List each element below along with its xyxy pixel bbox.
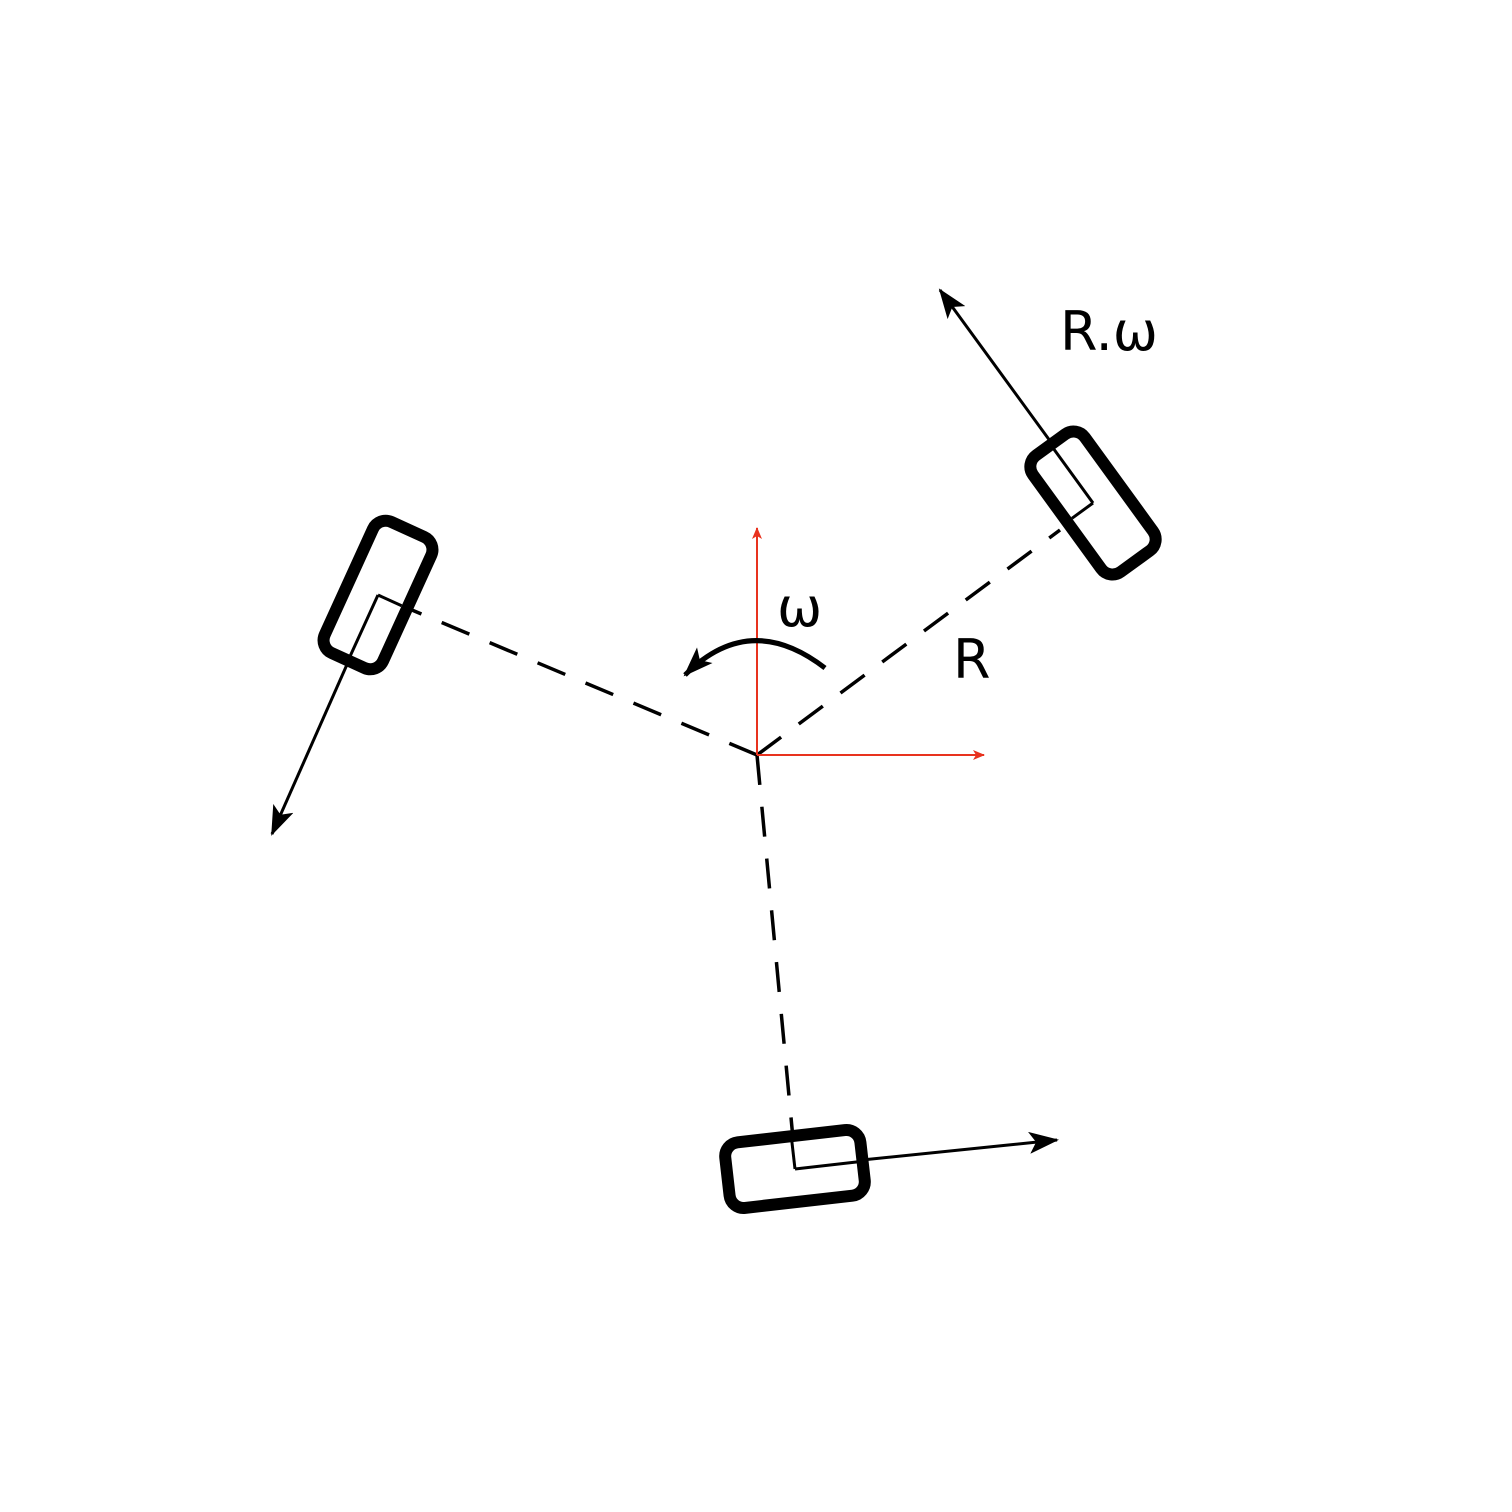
wheel-top-right <box>1024 425 1162 581</box>
radius-lines <box>399 528 1062 1161</box>
radius-label: R <box>953 628 991 691</box>
tangential-speed-label: R.ω <box>1060 300 1158 363</box>
wheel-left <box>317 514 439 676</box>
radius-line-bottom <box>755 754 797 1161</box>
velocity-arrow-top-right <box>938 288 1055 446</box>
wheel-bottom <box>719 1124 871 1214</box>
velocity-arrow-bottom <box>861 1131 1059 1162</box>
rotation-arc-arrow <box>683 638 827 677</box>
radius-line-right <box>755 528 1062 757</box>
radius-line-left <box>399 603 758 757</box>
velocity-arrow-left <box>270 659 351 836</box>
reference-frame <box>752 527 985 760</box>
omega-label: ω <box>777 576 822 639</box>
